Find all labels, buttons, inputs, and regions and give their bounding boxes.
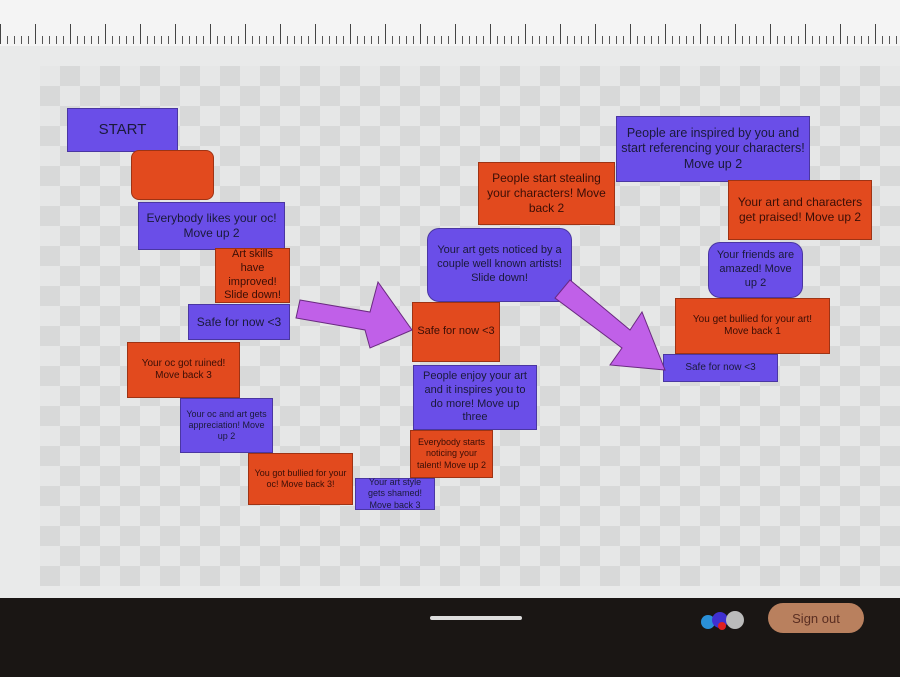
account-avatars[interactable] [695, 606, 750, 632]
tile[interactable]: Your art gets noticed by a couple well k… [427, 228, 572, 302]
ruler [0, 0, 900, 47]
tile[interactable]: You get bullied for your art! Move back … [675, 298, 830, 354]
tile[interactable]: Your art style gets shamed! Move back 3 [355, 477, 435, 510]
tile[interactable]: You got bullied for your oc! Move back 3… [248, 453, 353, 505]
start-tile[interactable]: START [67, 108, 178, 152]
slide-arrow-1[interactable] [295, 280, 413, 349]
tile-blank[interactable] [131, 150, 214, 200]
tile[interactable]: Safe for now <3 [412, 302, 500, 362]
tile[interactable]: Art skills have improved! Slide down! [215, 248, 290, 303]
sign-out-button[interactable]: Sign out [768, 603, 864, 633]
tile[interactable]: Your art and characters get praised! Mov… [728, 180, 872, 240]
tile[interactable]: Your friends are amazed! Move up 2 [708, 242, 803, 298]
tile[interactable]: Your oc and art gets appreciation! Move … [180, 398, 273, 453]
tile[interactable]: Your oc got ruined! Move back 3 [127, 342, 240, 398]
tile[interactable]: People start stealing your characters! M… [478, 162, 615, 225]
tile[interactable]: Safe for now <3 [663, 354, 778, 382]
home-indicator[interactable] [430, 616, 522, 620]
tile[interactable]: People enjoy your art and it inspires yo… [413, 365, 537, 430]
tile[interactable]: People are inspired by you and start ref… [616, 116, 810, 182]
tile[interactable]: Everybody likes your oc! Move up 2 [138, 202, 285, 250]
tile[interactable]: Everybody starts noticing your talent! M… [410, 430, 493, 478]
slide-arrow-2[interactable] [554, 279, 666, 371]
tile[interactable]: Safe for now <3 [188, 304, 290, 340]
